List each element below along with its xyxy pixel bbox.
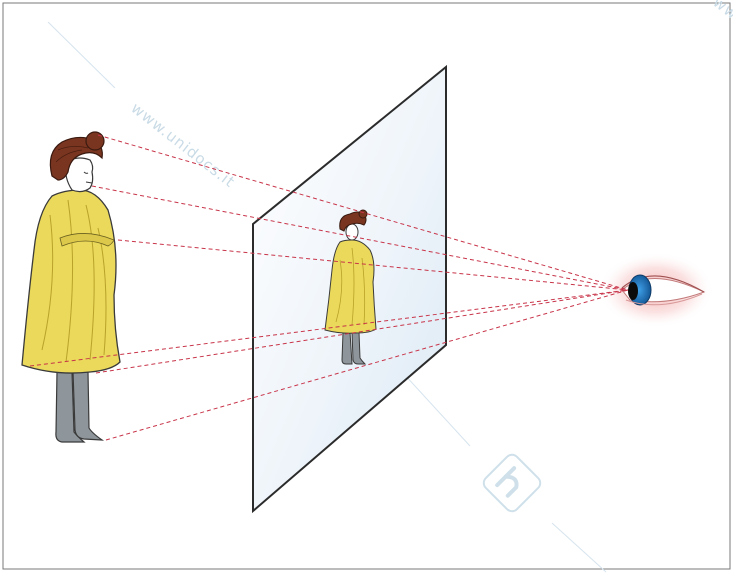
pupil	[628, 282, 638, 300]
eye-icon	[598, 252, 714, 328]
object-figure	[22, 132, 120, 442]
watermark-logo-icon	[481, 452, 543, 514]
watermark-corner-text: ww	[710, 0, 733, 23]
watermark-text: www.unidocs.it	[128, 99, 239, 191]
